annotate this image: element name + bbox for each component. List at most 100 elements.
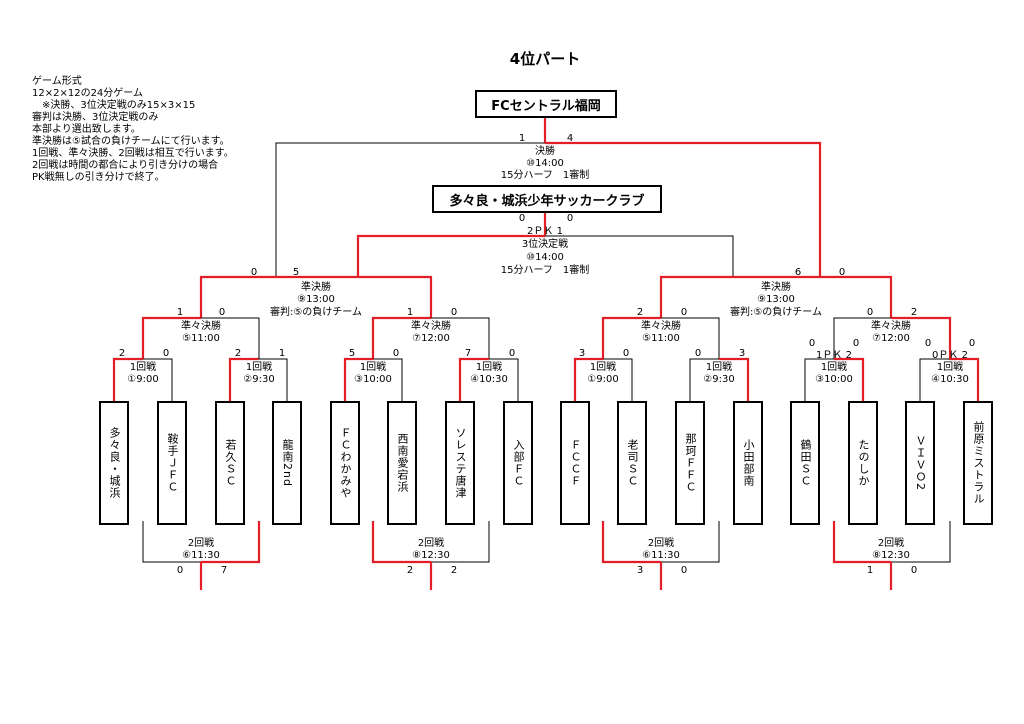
r1-score-right: 0 xyxy=(852,338,860,349)
third-time: ⑩14:00 xyxy=(526,252,564,263)
third-format: 15分ハーフ 1審制 xyxy=(500,265,590,276)
page-title: 4位パート xyxy=(509,50,581,68)
r1-score-left: 7 xyxy=(464,348,472,359)
r1-right-branch xyxy=(258,358,288,401)
team-name: 那珂ＦＦＣ xyxy=(684,433,697,493)
r1-left-branch xyxy=(228,357,259,401)
semi-score-left: 6 xyxy=(794,267,802,278)
r2-label: 2回戦 xyxy=(877,538,905,549)
quarter-left-branch xyxy=(833,317,891,359)
r2-score-right: 2 xyxy=(450,565,458,576)
game-rules: ゲーム形式 12×2×12の24分ゲーム ※決勝、3位決定戦のみ15×3×15 … xyxy=(32,76,234,184)
final-time: ⑩14:00 xyxy=(526,158,564,169)
team-name: ＦＣわかみや xyxy=(339,427,352,499)
team-box: 西南愛宕浜 xyxy=(387,401,417,525)
rule-line: 1回戦、準々決勝、2回戦は相互で行います。 xyxy=(32,148,234,159)
r2-time: ⑥11:30 xyxy=(642,550,680,561)
r1-score-right: 0 xyxy=(968,338,976,349)
team-box: 龍南2nd xyxy=(272,401,302,525)
r2-left-branch xyxy=(601,521,661,564)
r2-label: 2回戦 xyxy=(187,538,215,549)
rule-line: 本部より選出致します。 xyxy=(32,124,141,135)
quarter-score-left: 1 xyxy=(406,307,414,318)
r1-right-branch xyxy=(489,358,519,401)
team-name: 前原ミストラル xyxy=(972,421,985,505)
r2-time: ⑧12:30 xyxy=(412,550,450,561)
team-box: 鶴田ＳＣ xyxy=(790,401,820,525)
r2-left-branch xyxy=(832,521,891,564)
semi2-left-branch xyxy=(659,275,733,318)
r1-score-left: 2 xyxy=(118,348,126,359)
r2-label: 2回戦 xyxy=(417,538,445,549)
quarter-label: 準々決勝 xyxy=(641,321,681,332)
quarter-right-branch xyxy=(431,317,490,359)
quarter-score-left: 0 xyxy=(866,307,874,318)
rule-line: ※決勝、3位決定戦のみ15×3×15 xyxy=(32,100,196,111)
r2-time: ⑥11:30 xyxy=(182,550,220,561)
r1-right-branch xyxy=(949,357,980,401)
team-name: ＶＩＶＯ2 xyxy=(914,435,927,491)
rule-line: ゲーム形式 xyxy=(32,76,82,87)
quarter-score-left: 1 xyxy=(176,307,184,318)
team-name: 鞍手ＪＦＣ xyxy=(166,433,179,493)
r1-left-branch xyxy=(804,358,834,401)
r2-score-left: 0 xyxy=(176,565,184,576)
quarter-left-branch xyxy=(141,316,201,359)
semi-score-right: 5 xyxy=(292,267,300,278)
third-score-right: 0 xyxy=(566,213,574,224)
r1-time: ③10:00 xyxy=(354,374,392,385)
r1-score-left: 0 xyxy=(924,338,932,349)
r1-label: 1回戦 xyxy=(475,362,503,373)
rule-line: 審判は決勝、3位決定戦のみ xyxy=(32,112,159,123)
r1-score-right: 3 xyxy=(738,348,746,359)
r1-score-right: 0 xyxy=(162,348,170,359)
r1-right-branch xyxy=(143,358,173,401)
team-name: 西南愛宕浜 xyxy=(396,433,409,493)
team-box: 鞍手ＪＦＣ xyxy=(157,401,187,525)
r1-score-left: 0 xyxy=(694,348,702,359)
quarter-right-branch xyxy=(661,317,720,359)
semi2-right-branch xyxy=(820,275,893,318)
r1-label: 1回戦 xyxy=(245,362,273,373)
team-name: ＦＣＣＦ xyxy=(569,439,582,487)
semi-score-left: 0 xyxy=(250,267,258,278)
r1-time: ②9:30 xyxy=(703,374,735,385)
quarter-right-branch xyxy=(891,316,952,359)
team-box: 入部ＦＣ xyxy=(503,401,533,525)
r1-pk: 1ＰＫ 2 xyxy=(816,350,852,361)
r1-pk: 0ＰＫ 2 xyxy=(932,350,968,361)
r1-left-branch xyxy=(689,358,719,401)
r2-left-branch xyxy=(142,521,201,563)
r1-score-right: 0 xyxy=(508,348,516,359)
r1-right-branch xyxy=(834,357,865,401)
final-left-branch xyxy=(275,142,545,277)
semi-referee: 審判:⑤の負けチーム xyxy=(269,307,363,318)
r1-left-branch xyxy=(343,357,374,401)
third-label: 3位決定戦 xyxy=(521,239,569,250)
r2-right-branch xyxy=(891,521,951,563)
quarter-score-right: 0 xyxy=(218,307,226,318)
r1-right-branch xyxy=(373,358,403,401)
r1-score-right: 1 xyxy=(278,348,286,359)
semi-referee: 審判:⑤の負けチーム xyxy=(729,307,823,318)
final-score-right: 4 xyxy=(566,133,574,144)
r1-score-right: 0 xyxy=(392,348,400,359)
team-name: 入部ＦＣ xyxy=(512,439,525,487)
r1-time: ②9:30 xyxy=(243,374,275,385)
r1-label: 1回戦 xyxy=(820,362,848,373)
r1-score-left: 3 xyxy=(578,348,586,359)
third-place-box: 多々良・城浜少年サッカークラブ xyxy=(432,185,662,213)
team-box: 若久ＳＣ xyxy=(215,401,245,525)
r1-score-left: 0 xyxy=(808,338,816,349)
champion-box: FCセントラル福岡 xyxy=(475,90,617,118)
team-box: 那珂ＦＦＣ xyxy=(675,401,705,525)
quarter-score-right: 0 xyxy=(680,307,688,318)
team-name: 多々良・城浜 xyxy=(108,427,121,499)
third-left-branch xyxy=(356,234,545,277)
r2-label: 2回戦 xyxy=(647,538,675,549)
team-name: 老司ＳＣ xyxy=(626,439,639,487)
r1-score-left: 2 xyxy=(234,348,242,359)
team-box: たのしか xyxy=(848,401,878,525)
semi1-right-branch xyxy=(358,275,433,318)
